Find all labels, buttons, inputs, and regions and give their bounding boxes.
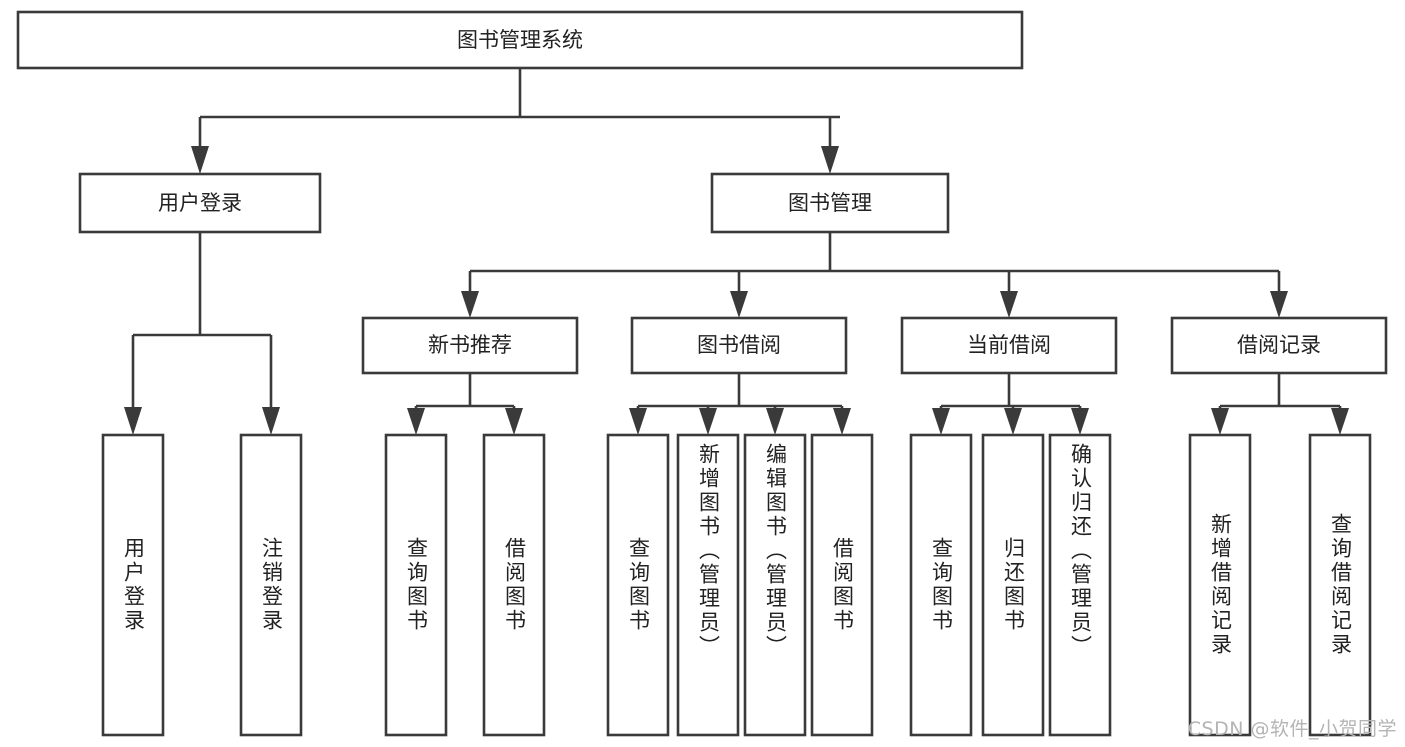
node-user-login[interactable]: [78, 172, 322, 234]
arrow-head-leaf-user-login: [124, 407, 142, 435]
node-leaf-query-book-borrow[interactable]: [606, 433, 670, 737]
node-leaf-query-book-new[interactable]: [384, 433, 448, 737]
node-root[interactable]: [16, 10, 1024, 70]
node-leaf-logout[interactable]: [239, 433, 303, 737]
arrow-head-leaf-query-book-borrow: [629, 408, 647, 435]
arrow-head-book-management: [821, 146, 839, 174]
node-leaf-edit-book[interactable]: [743, 433, 807, 737]
arrow-head-leaf-add-book: [699, 408, 717, 435]
node-user-login-label: 用户登录: [158, 191, 242, 215]
node-leaf-confirm-return[interactable]: [1048, 433, 1112, 737]
node-book-borrow[interactable]: [630, 316, 848, 375]
node-book-borrow-label: 图书借阅: [697, 333, 781, 357]
node-leaf-user-login[interactable]: [101, 433, 165, 737]
arrow-head-current-borrow: [1000, 291, 1018, 318]
arrow-head-leaf-borrow-book-new: [505, 408, 523, 435]
node-leaf-query-book-current[interactable]: [909, 433, 973, 737]
arrow-head-leaf-query-borrow-record: [1331, 408, 1349, 435]
arrow-head-leaf-logout: [262, 407, 280, 435]
arrow-head-leaf-return-book: [1004, 408, 1022, 435]
arrow-head-borrow-record: [1270, 291, 1288, 318]
arrow-head-leaf-edit-book: [766, 408, 784, 435]
arrow-head-leaf-confirm-return: [1071, 408, 1089, 435]
node-new-book-recommend-label: 新书推荐: [428, 333, 512, 357]
arrow-head-leaf-query-book-new: [407, 408, 425, 435]
csdn-watermark: CSDN @软件_小贺同学: [1187, 718, 1397, 740]
node-borrow-record[interactable]: [1170, 316, 1388, 375]
node-leaf-borrow-book-new[interactable]: [482, 433, 546, 737]
node-new-book-recommend[interactable]: [361, 316, 579, 375]
node-borrow-record-label: 借阅记录: [1237, 333, 1321, 357]
node-layer: 图书管理系统 用户登录 图书管理 新书推荐 图书借阅 当前借阅 借阅记录: [16, 10, 1388, 737]
node-leaf-add-book[interactable]: [676, 433, 740, 737]
node-book-management-label: 图书管理: [788, 191, 872, 215]
arrow-head-user-login: [191, 146, 209, 174]
arrow-head-leaf-borrow-book: [833, 408, 851, 435]
connector-layer: [124, 68, 1349, 435]
node-current-borrow-label: 当前借阅: [967, 333, 1051, 357]
node-current-borrow[interactable]: [900, 316, 1118, 375]
node-root-label: 图书管理系统: [457, 28, 583, 52]
arrow-head-leaf-query-book-current: [932, 408, 950, 435]
node-leaf-borrow-book[interactable]: [810, 433, 874, 737]
node-book-management[interactable]: [710, 172, 950, 234]
arrow-head-new-book-recommend: [461, 291, 479, 318]
arrow-head-book-borrow: [730, 291, 748, 318]
node-leaf-add-borrow-record[interactable]: [1188, 433, 1252, 737]
node-leaf-return-book[interactable]: [981, 433, 1045, 737]
node-leaf-query-borrow-record[interactable]: [1308, 433, 1372, 737]
arrow-head-leaf-add-borrow-record: [1211, 408, 1229, 435]
